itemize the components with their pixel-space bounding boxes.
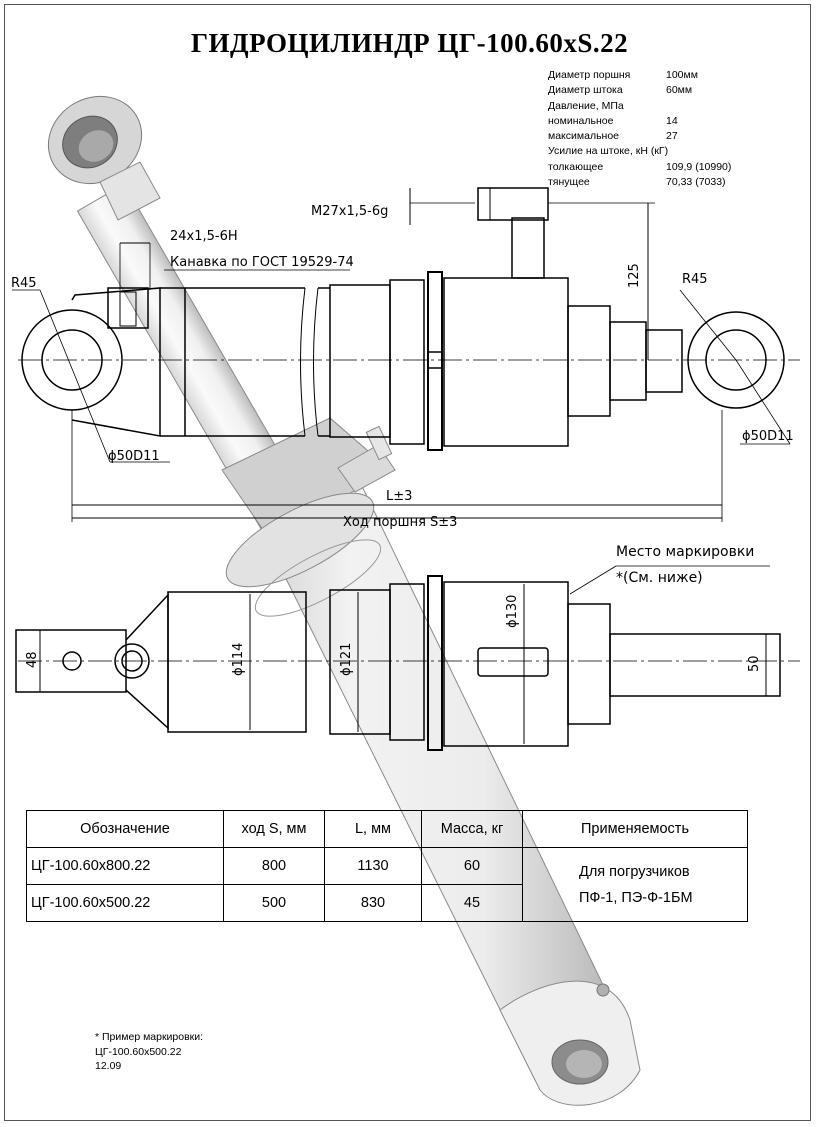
note-line: ЦГ-100.60х500.22 bbox=[95, 1045, 182, 1058]
spec-value: 109,9 (10990) bbox=[666, 160, 732, 173]
bore-left-label: ϕ50D11 bbox=[108, 449, 160, 464]
stroke-label: Ход поршня S±3 bbox=[343, 515, 457, 530]
table-header: Применяемость bbox=[522, 810, 748, 848]
note-line: 12.09 bbox=[95, 1060, 122, 1072]
applicability-line: ПФ-1, ПЭ-Ф-1БМ bbox=[579, 889, 693, 906]
spec-key: номинальное bbox=[548, 114, 614, 127]
table-row: ЦГ-100.60х800.22 800 1130 60 Для погрузч… bbox=[26, 847, 748, 922]
table-header: Масса, кг bbox=[421, 810, 523, 848]
dim-125-label: 125 bbox=[627, 263, 642, 288]
marking-place-label: Место маркировки bbox=[616, 544, 754, 560]
spec-key: максимальное bbox=[548, 130, 620, 143]
table-header: ход S, мм bbox=[223, 810, 325, 848]
drawing-title: ГИДРОЦИЛИНДР ЦГ-100.60хS.22 bbox=[190, 28, 629, 58]
radius-left-label: R45 bbox=[11, 276, 37, 291]
specifications: Диаметр поршня 100мм Диаметр штока 60мм Да… bbox=[548, 68, 731, 190]
note-line: * Пример маркировки: bbox=[95, 1031, 204, 1043]
dia-130-label: ϕ130 bbox=[505, 595, 520, 628]
table-cell: 800 bbox=[223, 847, 325, 885]
table-row: ЦГ-100.60х500.22 500 830 45 bbox=[26, 884, 748, 922]
spec-key: тянущее bbox=[548, 176, 590, 189]
applicability-line: Для погрузчиков bbox=[579, 863, 690, 880]
spec-row: Давление, МПа bbox=[548, 99, 731, 114]
spec-key: толкающее bbox=[548, 160, 604, 173]
spec-key: Давление, МПа bbox=[548, 99, 624, 112]
table-cell: 45 bbox=[421, 884, 523, 922]
table-header-row: Обозначение ход S, мм L, мм Масса, кг Пр… bbox=[26, 810, 748, 848]
marking-ref-label: *(См. ниже) bbox=[616, 570, 703, 586]
applicability-cell: Для погрузчиков ПФ-1, ПЭ-Ф-1БМ bbox=[522, 847, 748, 922]
spec-row: толкающее 109,9 (10990) bbox=[548, 160, 731, 175]
spec-key: Диаметр штока bbox=[548, 84, 623, 97]
spec-row: Диаметр поршня 100мм bbox=[548, 68, 731, 83]
table-cell: 830 bbox=[324, 884, 422, 922]
spec-row: Усилие на штоке, кН (кГ) bbox=[548, 144, 731, 159]
table-cell: ЦГ-100.60х800.22 bbox=[26, 847, 224, 885]
spec-value: 27 bbox=[666, 130, 678, 143]
spec-row: тянущее 70,33 (7033) bbox=[548, 175, 731, 190]
spec-key: Диаметр поршня bbox=[548, 69, 631, 81]
spec-value: 60мм bbox=[666, 84, 693, 97]
radius-right-label: R45 bbox=[682, 272, 708, 287]
spec-value: 100мм bbox=[666, 69, 698, 81]
width-48-label: 48 bbox=[25, 651, 40, 668]
thread-24-label: 24х1,5-6Н bbox=[170, 229, 238, 244]
dia-114-label: ϕ114 bbox=[231, 643, 246, 676]
groove-label: Канавка по ГОСТ 19529-74 bbox=[170, 255, 354, 270]
marking-example-note: * Пример маркировки: ЦГ-100.60х500.22 12… bbox=[95, 1030, 203, 1074]
length-label: L±3 bbox=[386, 489, 412, 504]
dia-121-label: ϕ121 bbox=[339, 643, 354, 676]
thread-m27-label: М27х1,5-6g bbox=[311, 204, 388, 219]
bore-right-label: ϕ50D11 bbox=[742, 429, 794, 444]
table-cell: 60 bbox=[421, 847, 523, 885]
spec-row: максимальное 27 bbox=[548, 129, 731, 144]
top-view bbox=[15, 565, 800, 751]
table-header: Обозначение bbox=[26, 810, 224, 848]
variants-table: Обозначение ход S, мм L, мм Масса, кг Пр… bbox=[26, 810, 748, 922]
table-cell: 1130 bbox=[324, 847, 422, 885]
spec-row: Диаметр штока 60мм bbox=[548, 83, 731, 98]
table-cell: 500 bbox=[223, 884, 325, 922]
spec-row: номинальное 14 bbox=[548, 114, 731, 129]
table-cell: ЦГ-100.60х500.22 bbox=[26, 884, 224, 922]
spec-value: 14 bbox=[666, 114, 678, 127]
spec-key: Усилие на штоке, кН (кГ) bbox=[548, 145, 669, 158]
spec-value: 70,33 (7033) bbox=[666, 176, 726, 189]
width-50-label: 50 bbox=[747, 655, 762, 672]
side-view bbox=[12, 187, 800, 522]
drawing-frame bbox=[4, 4, 811, 1121]
table-header: L, мм bbox=[324, 810, 422, 848]
